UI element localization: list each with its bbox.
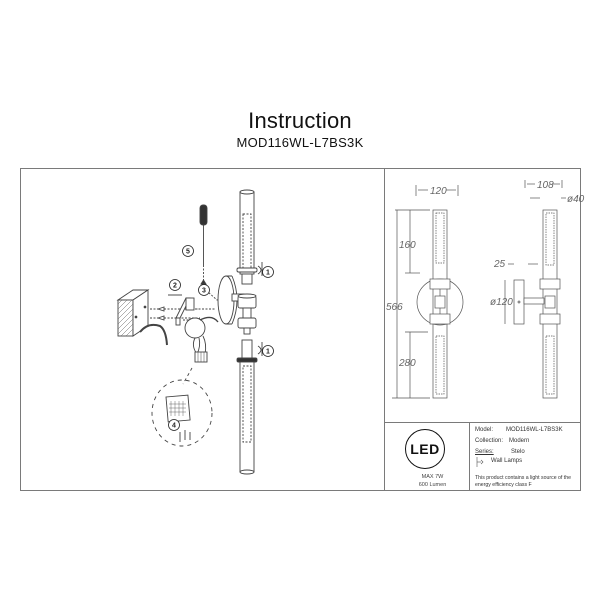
dim-tube-diameter: ø40 bbox=[567, 194, 585, 205]
step-4-label: 4 bbox=[172, 423, 176, 430]
front-view-drawing bbox=[392, 185, 464, 399]
upper-tube-icon bbox=[236, 189, 258, 285]
collection-value: Modern bbox=[509, 438, 530, 444]
wires-icon bbox=[184, 316, 219, 363]
model-label: Model: bbox=[475, 427, 494, 433]
led-badge-icon: LED bbox=[405, 429, 445, 469]
step-1-label: 1 bbox=[266, 270, 270, 277]
max-power: MAX 7W bbox=[421, 474, 444, 480]
step-3-label: 3 bbox=[202, 288, 206, 295]
dim-front-width: 120 bbox=[430, 186, 447, 197]
step-5-label: 5 bbox=[186, 249, 190, 256]
collection-label: Collection: bbox=[475, 438, 504, 444]
wall-icon bbox=[116, 289, 168, 346]
document-title: Instruction bbox=[248, 108, 352, 133]
socket-icon bbox=[237, 293, 257, 335]
lumen-output: 600 Lumen bbox=[418, 482, 447, 488]
energy-note: This product contains a light source of … bbox=[475, 475, 572, 488]
dim-upper-tube: 160 bbox=[399, 240, 416, 251]
step-2-label: 2 bbox=[173, 283, 177, 290]
divider-spec bbox=[469, 422, 470, 491]
dim-total-height: 566 bbox=[386, 302, 403, 313]
dim-lower-tube: 280 bbox=[398, 358, 416, 369]
divider-vertical bbox=[384, 168, 385, 491]
dim-side-depth: 108 bbox=[537, 180, 554, 191]
instruction-frame bbox=[20, 168, 581, 491]
dim-plate-diameter: ø120 bbox=[490, 297, 513, 308]
category-value: Wall Lamps bbox=[491, 458, 523, 464]
rotate-arrow-icon bbox=[257, 342, 263, 356]
model-value: MOD116WL-L7BS3K bbox=[506, 427, 563, 433]
divider-horizontal bbox=[384, 422, 581, 423]
series-label: Series: bbox=[475, 449, 494, 455]
terminal-detail-icon bbox=[151, 367, 213, 447]
step-1b-label: 1 bbox=[266, 349, 270, 356]
bracket-icon bbox=[175, 297, 195, 326]
side-view-drawing bbox=[504, 180, 566, 399]
lower-tube-icon bbox=[236, 339, 258, 475]
rotate-arrow-icon bbox=[257, 262, 263, 276]
dim-plate-offset: 25 bbox=[493, 259, 506, 270]
series-value: Stelo bbox=[511, 449, 525, 455]
model-code: MOD116WL-L7BS3K bbox=[236, 135, 364, 150]
